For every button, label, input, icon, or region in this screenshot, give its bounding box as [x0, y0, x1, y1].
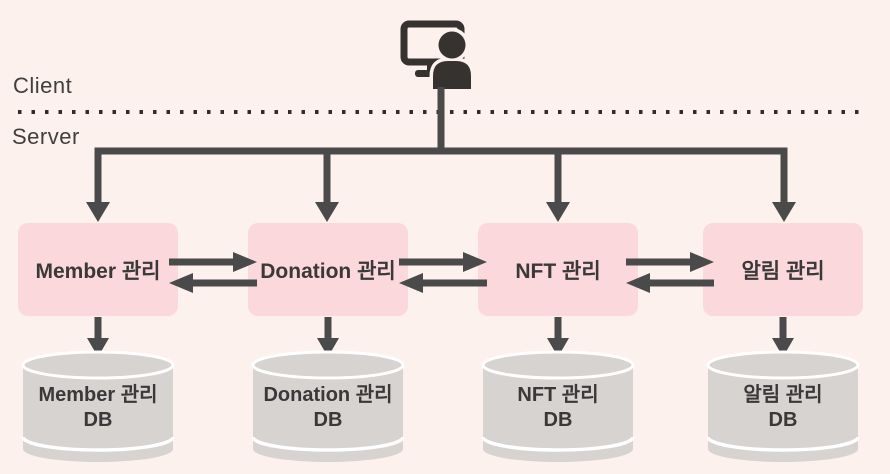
arrowhead — [772, 338, 794, 357]
service-box-nft-label: NFT 관리 — [515, 259, 601, 283]
db-label-donation-line2: DB — [313, 409, 343, 431]
arrowhead — [87, 338, 109, 357]
service-box-alert: 알림 관리 — [703, 223, 863, 316]
db-label-nft-line2: DB — [543, 409, 573, 431]
server-layer-label: Server — [12, 124, 80, 149]
db-label-member: Member 관리 DB — [13, 383, 183, 433]
person-head-halo — [435, 28, 469, 62]
arrowhead — [315, 202, 339, 222]
person-body-halo — [429, 57, 475, 93]
service-box-member: Member 관리 — [18, 223, 178, 316]
db-label-donation-line1: Donation 관리 — [263, 384, 393, 406]
person-head — [438, 31, 466, 59]
db-label-donation: Donation 관리 DB — [243, 383, 413, 433]
monitor-base — [415, 70, 450, 77]
db-label-member-line1: Member 관리 — [38, 384, 158, 406]
db-label-nft: NFT 관리 DB — [473, 383, 643, 433]
person-body — [433, 61, 471, 89]
monitor-with-person-icon — [400, 20, 475, 93]
arrowhead — [546, 202, 570, 222]
service-box-member-label: Member 관리 — [35, 259, 161, 283]
db-label-alert: 알림 관리 DB — [698, 383, 868, 433]
arrowhead — [772, 202, 796, 222]
client-to-service-arrows — [86, 147, 796, 222]
client-layer-label: Client — [13, 73, 73, 98]
service-box-donation: Donation 관리 — [248, 223, 408, 316]
arrowhead — [547, 338, 569, 357]
db-label-member-line2: DB — [83, 409, 113, 431]
db-label-alert-line2: DB — [768, 409, 798, 431]
db-label-alert-line1: 알림 관리 — [743, 384, 823, 406]
service-to-db-arrows — [87, 317, 794, 357]
arrowhead — [86, 202, 110, 222]
service-box-alert-label: 알림 관리 — [741, 259, 825, 283]
db-label-nft-line1: NFT 관리 — [517, 384, 599, 406]
monitor-stand — [427, 61, 438, 71]
arrowhead — [317, 338, 339, 357]
service-box-nft: NFT 관리 — [478, 223, 638, 316]
service-box-donation-label: Donation 관리 — [260, 259, 396, 283]
monitor-frame — [400, 20, 465, 66]
